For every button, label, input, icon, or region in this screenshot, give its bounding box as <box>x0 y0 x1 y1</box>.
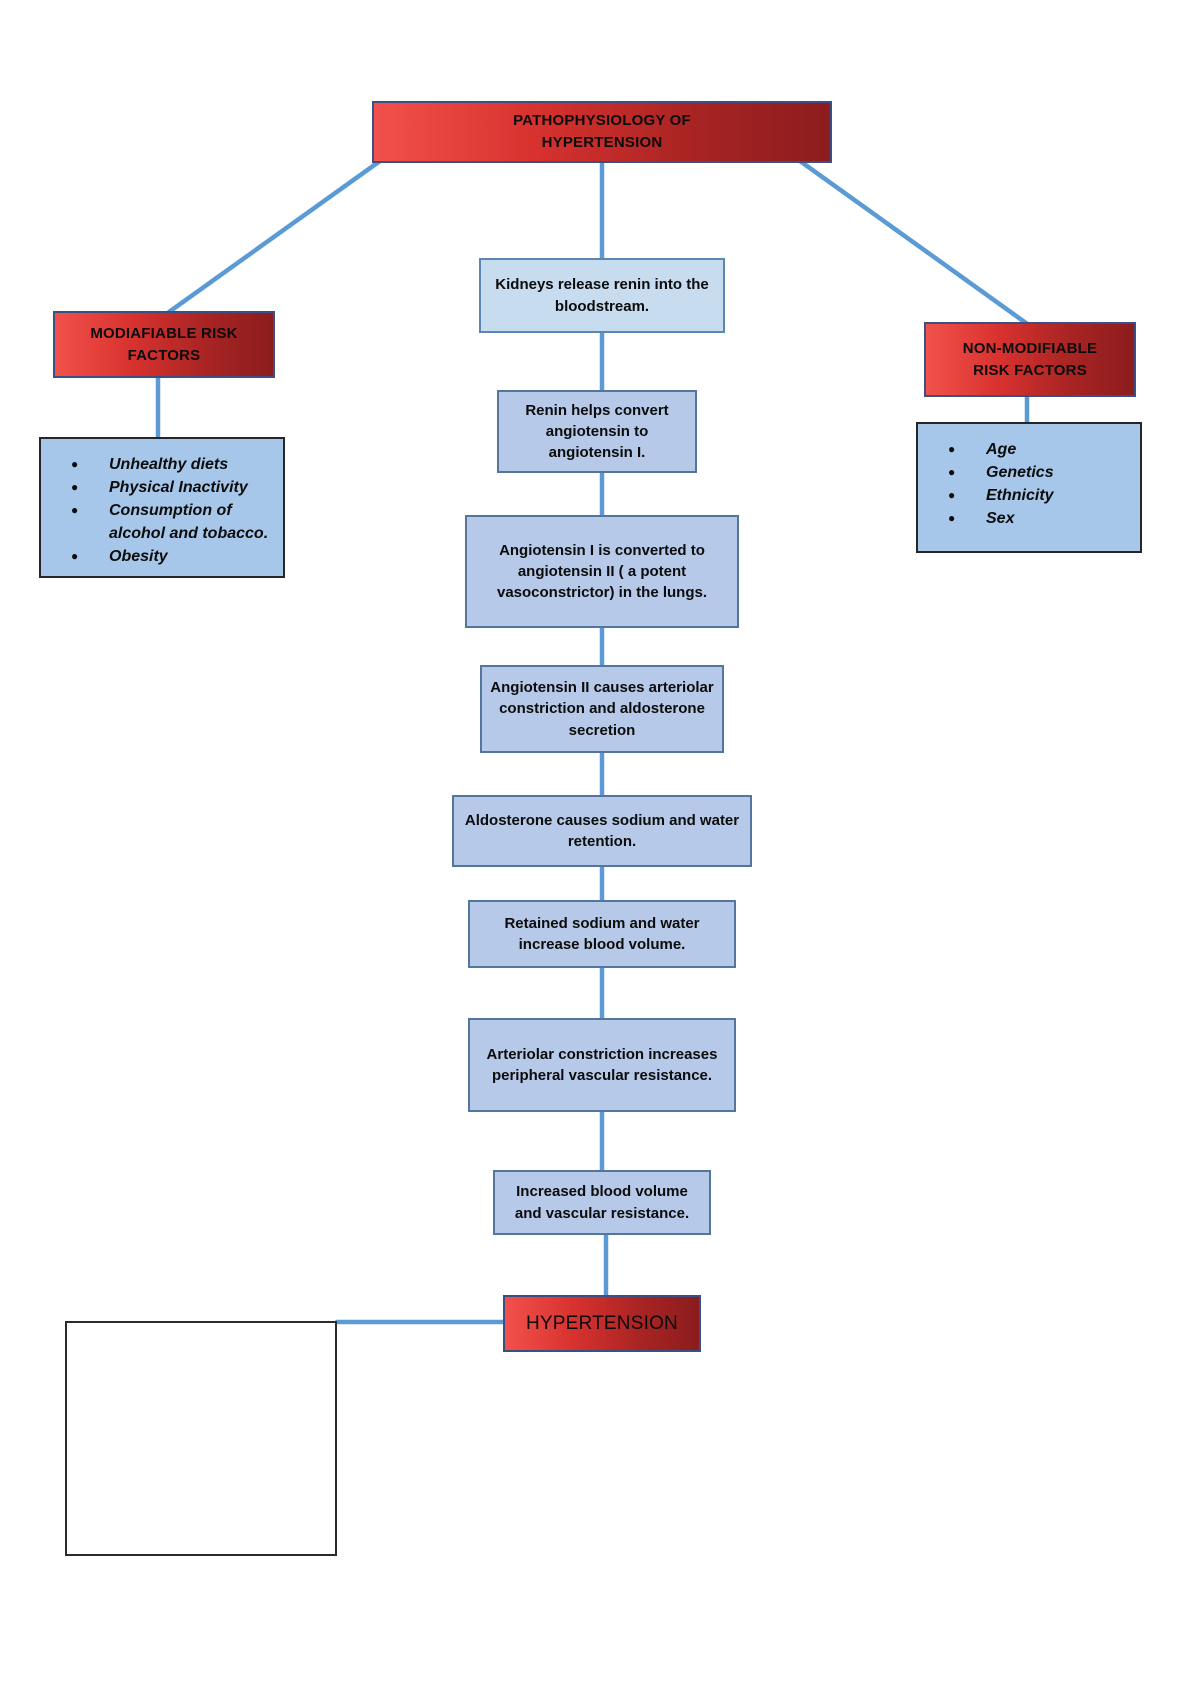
step-text: Angiotensin II causes arteriolar constri… <box>490 679 714 739</box>
non-modifiable-risk-factors-box: NON-MODIFIABLE RISK FACTORS <box>924 322 1136 397</box>
connector-title-to-left <box>166 158 383 315</box>
bullet-icon <box>47 453 109 476</box>
modifiable-risk-factors-box: MODIAFIABLE RISK FACTORS <box>53 311 275 378</box>
list-item-label: Ethnicity <box>986 487 1054 505</box>
list-item: Ethnicity <box>924 484 1134 507</box>
step-box-8: Increased blood volume and vascular resi… <box>493 1170 711 1235</box>
step-box-4: Angiotensin II causes arteriolar constri… <box>480 665 724 753</box>
modifiable-risk-items: Unhealthy diets Physical Inactivity Cons… <box>47 453 277 568</box>
list-item-label: Unhealthy diets <box>109 456 229 473</box>
non-modifiable-risk-list: Age Genetics Ethnicity Sex <box>916 422 1142 553</box>
title-box: PATHOPHYSIOLOGY OF HYPERTENSION <box>372 101 832 163</box>
step-text: Renin helps convert angiotensin to angio… <box>525 401 669 462</box>
bullet-icon <box>924 461 986 484</box>
title-text: PATHOPHYSIOLOGY OF HYPERTENSION <box>513 112 691 151</box>
modifiable-risk-list: Unhealthy diets Physical Inactivity Cons… <box>39 437 285 578</box>
step-box-1: Kidneys release renin into the bloodstre… <box>479 258 725 333</box>
empty-notes-box <box>65 1321 337 1556</box>
step-box-2: Renin helps convert angiotensin to angio… <box>497 390 697 473</box>
step-text: Kidneys release renin into the bloodstre… <box>495 276 709 315</box>
step-text: Retained sodium and water increase blood… <box>504 914 700 953</box>
bullet-icon <box>47 499 109 522</box>
step-text: Angiotensin I is converted to angiotensi… <box>496 541 708 602</box>
list-item-label: Obesity <box>109 548 168 566</box>
bullet-icon <box>924 438 986 461</box>
bullet-icon <box>924 484 986 507</box>
bullet-icon <box>924 507 986 530</box>
list-item: Obesity <box>47 545 277 568</box>
list-item: Unhealthy diets <box>47 453 277 476</box>
bullet-icon <box>47 545 109 568</box>
step-text: Increased blood volume and vascular resi… <box>514 1183 690 1222</box>
step-box-6: Retained sodium and water increase blood… <box>468 900 736 968</box>
connector-title-to-right <box>797 158 1029 326</box>
list-item-label: Age <box>986 441 1017 458</box>
hypertension-label: HYPERTENSION <box>526 1312 678 1334</box>
list-item-label: Physical Inactivity <box>109 479 248 497</box>
list-item: Sex <box>924 507 1134 530</box>
list-item: Consumption of alcohol and tobacco. <box>47 499 277 545</box>
step-text: Arteriolar constriction increases periph… <box>486 1045 718 1084</box>
step-text: Aldosterone causes sodium and water rete… <box>464 811 740 850</box>
step-box-3: Angiotensin I is converted to angiotensi… <box>465 515 739 628</box>
list-item: Genetics <box>924 461 1134 484</box>
bullet-icon <box>47 476 109 499</box>
hypertension-box: HYPERTENSION <box>503 1295 701 1352</box>
list-item-label: Sex <box>986 510 1015 528</box>
step-box-7: Arteriolar constriction increases periph… <box>468 1018 736 1112</box>
modifiable-risk-header: MODIAFIABLE RISK FACTORS <box>90 324 238 364</box>
list-item-label: Genetics <box>986 464 1054 482</box>
non-modifiable-risk-header: NON-MODIFIABLE RISK FACTORS <box>962 339 1098 379</box>
non-modifiable-risk-items: Age Genetics Ethnicity Sex <box>924 438 1134 530</box>
list-item: Age <box>924 438 1134 461</box>
step-box-5: Aldosterone causes sodium and water rete… <box>452 795 752 867</box>
list-item-label: Consumption of alcohol and tobacco. <box>109 502 269 543</box>
list-item: Physical Inactivity <box>47 476 277 499</box>
